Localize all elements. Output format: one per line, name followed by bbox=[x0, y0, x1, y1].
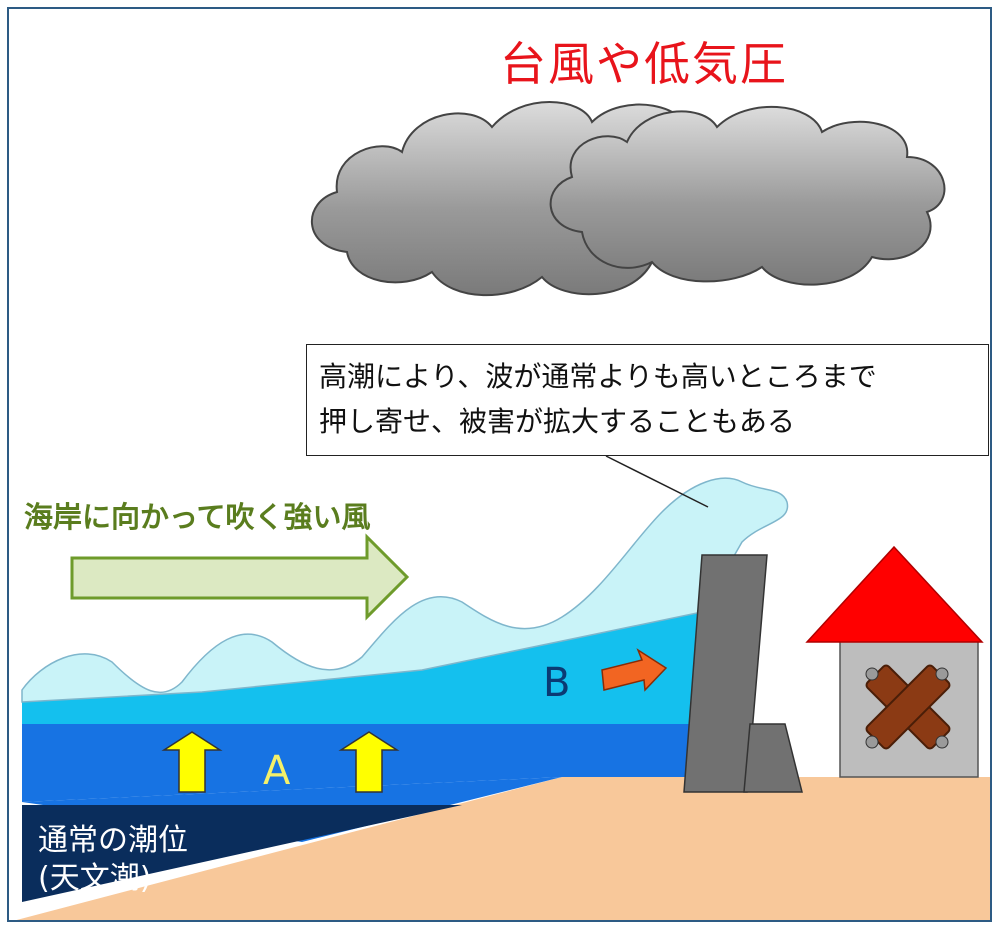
label-b: B bbox=[543, 660, 571, 706]
tide-label-line1: 通常の潮位 bbox=[38, 823, 188, 858]
normal-tide bbox=[22, 805, 462, 902]
label-a: A bbox=[263, 748, 291, 794]
cross-icon bbox=[865, 664, 951, 750]
cloud-icon bbox=[311, 101, 946, 297]
up-arrow-icon bbox=[338, 731, 400, 793]
callout-text-line2: 押し寄せ、被害が拡大することもある bbox=[319, 405, 796, 438]
callout-text-line1: 高潮により、波が通常よりも高いところまで bbox=[319, 360, 877, 393]
storm-surge-illustration bbox=[16, 101, 990, 920]
diagram-title: 台風や低気圧 bbox=[500, 37, 788, 91]
callout-pointer bbox=[605, 455, 709, 508]
house-icon bbox=[805, 545, 984, 778]
wind-label: 海岸に向かって吹く強い風 bbox=[24, 500, 371, 534]
wind-arrow-icon bbox=[70, 533, 410, 621]
callout-box: 高潮により、波が通常よりも高いところまで 押し寄せ、被害が拡大することもある bbox=[306, 344, 989, 456]
up-arrow-icon bbox=[161, 731, 223, 793]
right-arrow-icon bbox=[601, 648, 668, 692]
diagram-frame bbox=[7, 7, 992, 922]
seawall-base bbox=[743, 723, 803, 793]
ground bbox=[16, 777, 990, 920]
tide-label-line2: (天文潮) bbox=[38, 861, 152, 896]
surge-layer bbox=[22, 612, 702, 724]
wave-crests bbox=[21, 477, 789, 703]
